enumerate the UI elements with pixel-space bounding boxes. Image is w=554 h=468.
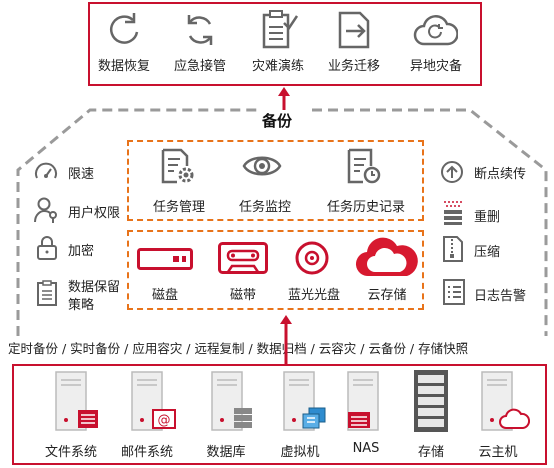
storage-label: 磁盘 xyxy=(151,288,178,303)
task-label: 任务监控 xyxy=(238,200,291,215)
source-label: 云主机 xyxy=(478,445,518,460)
eye-icon xyxy=(242,150,282,182)
arrow-up-icon xyxy=(279,314,293,364)
feature-label: 限速 xyxy=(68,167,95,182)
task-label: 任务历史记录 xyxy=(326,200,405,215)
source-label: NAS xyxy=(352,441,380,456)
server-vm-icon xyxy=(280,370,330,434)
feature-label: 加密 xyxy=(68,244,95,259)
server-mail-icon: @ xyxy=(128,370,178,434)
speedometer-icon xyxy=(34,160,58,182)
feature-label: 重删 xyxy=(474,210,501,225)
feature-label: 策略 xyxy=(68,298,95,313)
server-cloud-icon xyxy=(478,370,530,434)
feature-label: 数据保留 xyxy=(68,280,121,295)
storage-label: 磁带 xyxy=(229,288,256,303)
services-box xyxy=(88,2,482,86)
sync-icon xyxy=(180,10,220,50)
svg-text:@: @ xyxy=(158,413,171,428)
storage-array-icon xyxy=(412,368,452,434)
source-label: 数据库 xyxy=(206,445,246,460)
arrow-up-icon xyxy=(277,86,291,110)
backup-types-line: 定时备份 / 实时备份 / 应用容灾 / 远程复制 / 数据归档 / 云容灾 /… xyxy=(8,341,469,356)
source-label: 虚拟机 xyxy=(280,445,320,460)
backup-title: 备份 xyxy=(262,112,293,130)
dedup-icon xyxy=(442,200,464,226)
source-label: 文件系统 xyxy=(44,445,97,460)
feature-label: 断点续传 xyxy=(474,167,527,182)
lock-icon xyxy=(36,235,58,261)
task-settings-icon xyxy=(160,147,196,185)
task-label: 任务管理 xyxy=(152,200,205,215)
service-label: 异地灾备 xyxy=(409,59,462,74)
log-list-icon xyxy=(442,278,466,306)
service-label: 业务迁移 xyxy=(327,59,380,74)
service-label: 应急接管 xyxy=(173,59,226,74)
tape-icon xyxy=(218,242,268,274)
clipboard-icon xyxy=(36,280,58,306)
server-nas-icon xyxy=(344,370,394,434)
source-label: 存储 xyxy=(417,445,444,460)
storage-box xyxy=(127,230,424,310)
cloud-icon xyxy=(355,236,419,278)
server-file-icon xyxy=(52,370,102,434)
refresh-icon xyxy=(104,10,144,50)
sources-box xyxy=(12,364,547,465)
zip-file-icon xyxy=(442,236,464,262)
cloud-sync-icon xyxy=(412,12,458,48)
service-label: 灾难演练 xyxy=(251,59,304,74)
feature-label: 压缩 xyxy=(474,245,501,260)
checklist-icon xyxy=(258,9,298,51)
disk-icon xyxy=(137,248,193,270)
storage-label: 蓝光光盘 xyxy=(287,288,340,303)
feature-label: 用户权限 xyxy=(68,206,121,221)
server-database-icon xyxy=(208,370,258,434)
service-label: 数据恢复 xyxy=(97,59,150,74)
file-transfer-icon xyxy=(334,9,376,51)
storage-label: 云存储 xyxy=(367,288,407,303)
history-doc-icon xyxy=(346,147,382,185)
task-box xyxy=(127,140,424,221)
upload-circle-icon xyxy=(440,160,464,184)
source-label: 邮件系统 xyxy=(120,445,173,460)
optical-disc-icon xyxy=(294,240,330,276)
user-key-icon xyxy=(34,196,60,224)
feature-label: 日志告警 xyxy=(474,289,527,304)
